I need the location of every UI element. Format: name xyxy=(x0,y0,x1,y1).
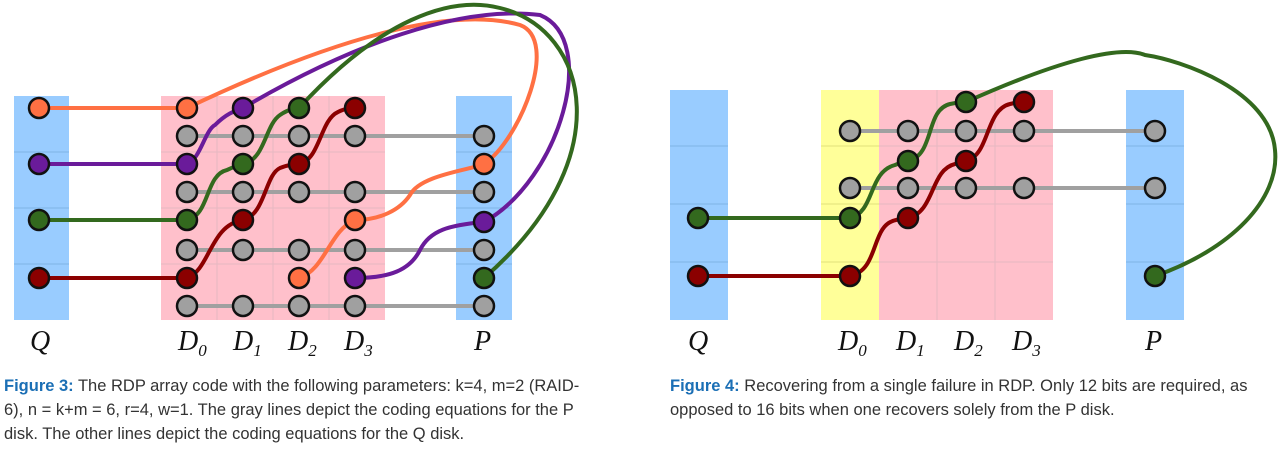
d1-node xyxy=(231,208,255,232)
figure-4-caption-text: Recovering from a single failure in RDP.… xyxy=(670,377,1248,419)
d1-node xyxy=(231,152,255,176)
d0-node xyxy=(175,96,199,120)
d3-node xyxy=(343,208,367,232)
d1-node xyxy=(231,294,255,318)
d1-node xyxy=(231,96,255,120)
d3-label: D3 xyxy=(343,326,373,360)
d3-node xyxy=(343,238,367,262)
d1-node xyxy=(231,238,255,262)
d0-node xyxy=(838,176,862,200)
p-disk-label: P xyxy=(473,326,491,357)
d2-node xyxy=(287,180,311,204)
p-node xyxy=(472,238,496,262)
d2-node xyxy=(954,119,978,143)
p-node xyxy=(472,124,496,148)
d0-node xyxy=(838,206,862,230)
q-line-purple xyxy=(39,11,572,280)
p-node xyxy=(472,152,496,176)
d0-node xyxy=(838,264,862,288)
d3-node xyxy=(1012,176,1036,200)
d3-node xyxy=(343,124,367,148)
figure-4-caption: Figure 4: Recovering from a single failu… xyxy=(670,374,1276,422)
d2-label: D2 xyxy=(287,326,317,360)
figure-3-diagram: Q D0 D1 D2 D3 P xyxy=(14,2,579,360)
p-node xyxy=(472,266,496,290)
d0-node xyxy=(175,266,199,290)
d2-node xyxy=(287,266,311,290)
p-node xyxy=(472,180,496,204)
p-node xyxy=(1143,176,1167,200)
q-node-red xyxy=(686,264,710,288)
p-node xyxy=(472,294,496,318)
q-node-red xyxy=(27,266,51,290)
d3-node xyxy=(1012,90,1036,114)
d1-node xyxy=(896,149,920,173)
q-node-purple xyxy=(27,152,51,176)
d0-node xyxy=(175,208,199,232)
p-node xyxy=(472,210,496,234)
d2-node xyxy=(287,124,311,148)
d2-node xyxy=(954,176,978,200)
q-node-green xyxy=(686,206,710,230)
d2-label: D2 xyxy=(953,326,983,360)
figure-4-diagram: Q D0 D1 D2 D3 P xyxy=(670,50,1278,360)
figure-3-caption: Figure 3: The RDP array code with the fo… xyxy=(4,374,594,446)
figure-3-caption-text: The RDP array code with the following pa… xyxy=(4,377,580,443)
q-node-green xyxy=(27,208,51,232)
q-disk-label: Q xyxy=(688,326,708,357)
d0-node xyxy=(175,294,199,318)
p-node xyxy=(1143,264,1167,288)
d1-label: D1 xyxy=(232,326,262,360)
d0-node xyxy=(175,124,199,148)
d1-node xyxy=(896,176,920,200)
d2-node xyxy=(954,149,978,173)
d1-node xyxy=(896,119,920,143)
p-node xyxy=(1143,119,1167,143)
d3-node xyxy=(343,294,367,318)
d1-node xyxy=(231,124,255,148)
d0-label: D0 xyxy=(837,326,867,360)
d3-label: D3 xyxy=(1011,326,1041,360)
q-disk-label: Q xyxy=(30,326,50,357)
d0-node xyxy=(175,180,199,204)
d2-node xyxy=(287,152,311,176)
d0-label: D0 xyxy=(177,326,207,360)
q-line-red xyxy=(698,100,1025,278)
d3-node xyxy=(343,266,367,290)
d2-node xyxy=(954,90,978,114)
d2-node xyxy=(287,96,311,120)
rdp-diagrams: Q D0 D1 D2 D3 P xyxy=(14,2,1278,360)
p-disk-label: P xyxy=(1144,326,1162,357)
d3-node xyxy=(343,180,367,204)
d0-node xyxy=(175,152,199,176)
d0-node xyxy=(175,238,199,262)
d0-node xyxy=(838,119,862,143)
q-node-orange xyxy=(27,96,51,120)
d3-node xyxy=(343,96,367,120)
figure-3-label: Figure 3: xyxy=(4,377,74,395)
grid-lines xyxy=(161,96,385,320)
figure-4-label: Figure 4: xyxy=(670,377,740,395)
d3-node xyxy=(1012,119,1036,143)
d2-node xyxy=(287,294,311,318)
d1-label: D1 xyxy=(895,326,925,360)
d1-node xyxy=(231,180,255,204)
d2-node xyxy=(287,238,311,262)
d1-node xyxy=(896,206,920,230)
